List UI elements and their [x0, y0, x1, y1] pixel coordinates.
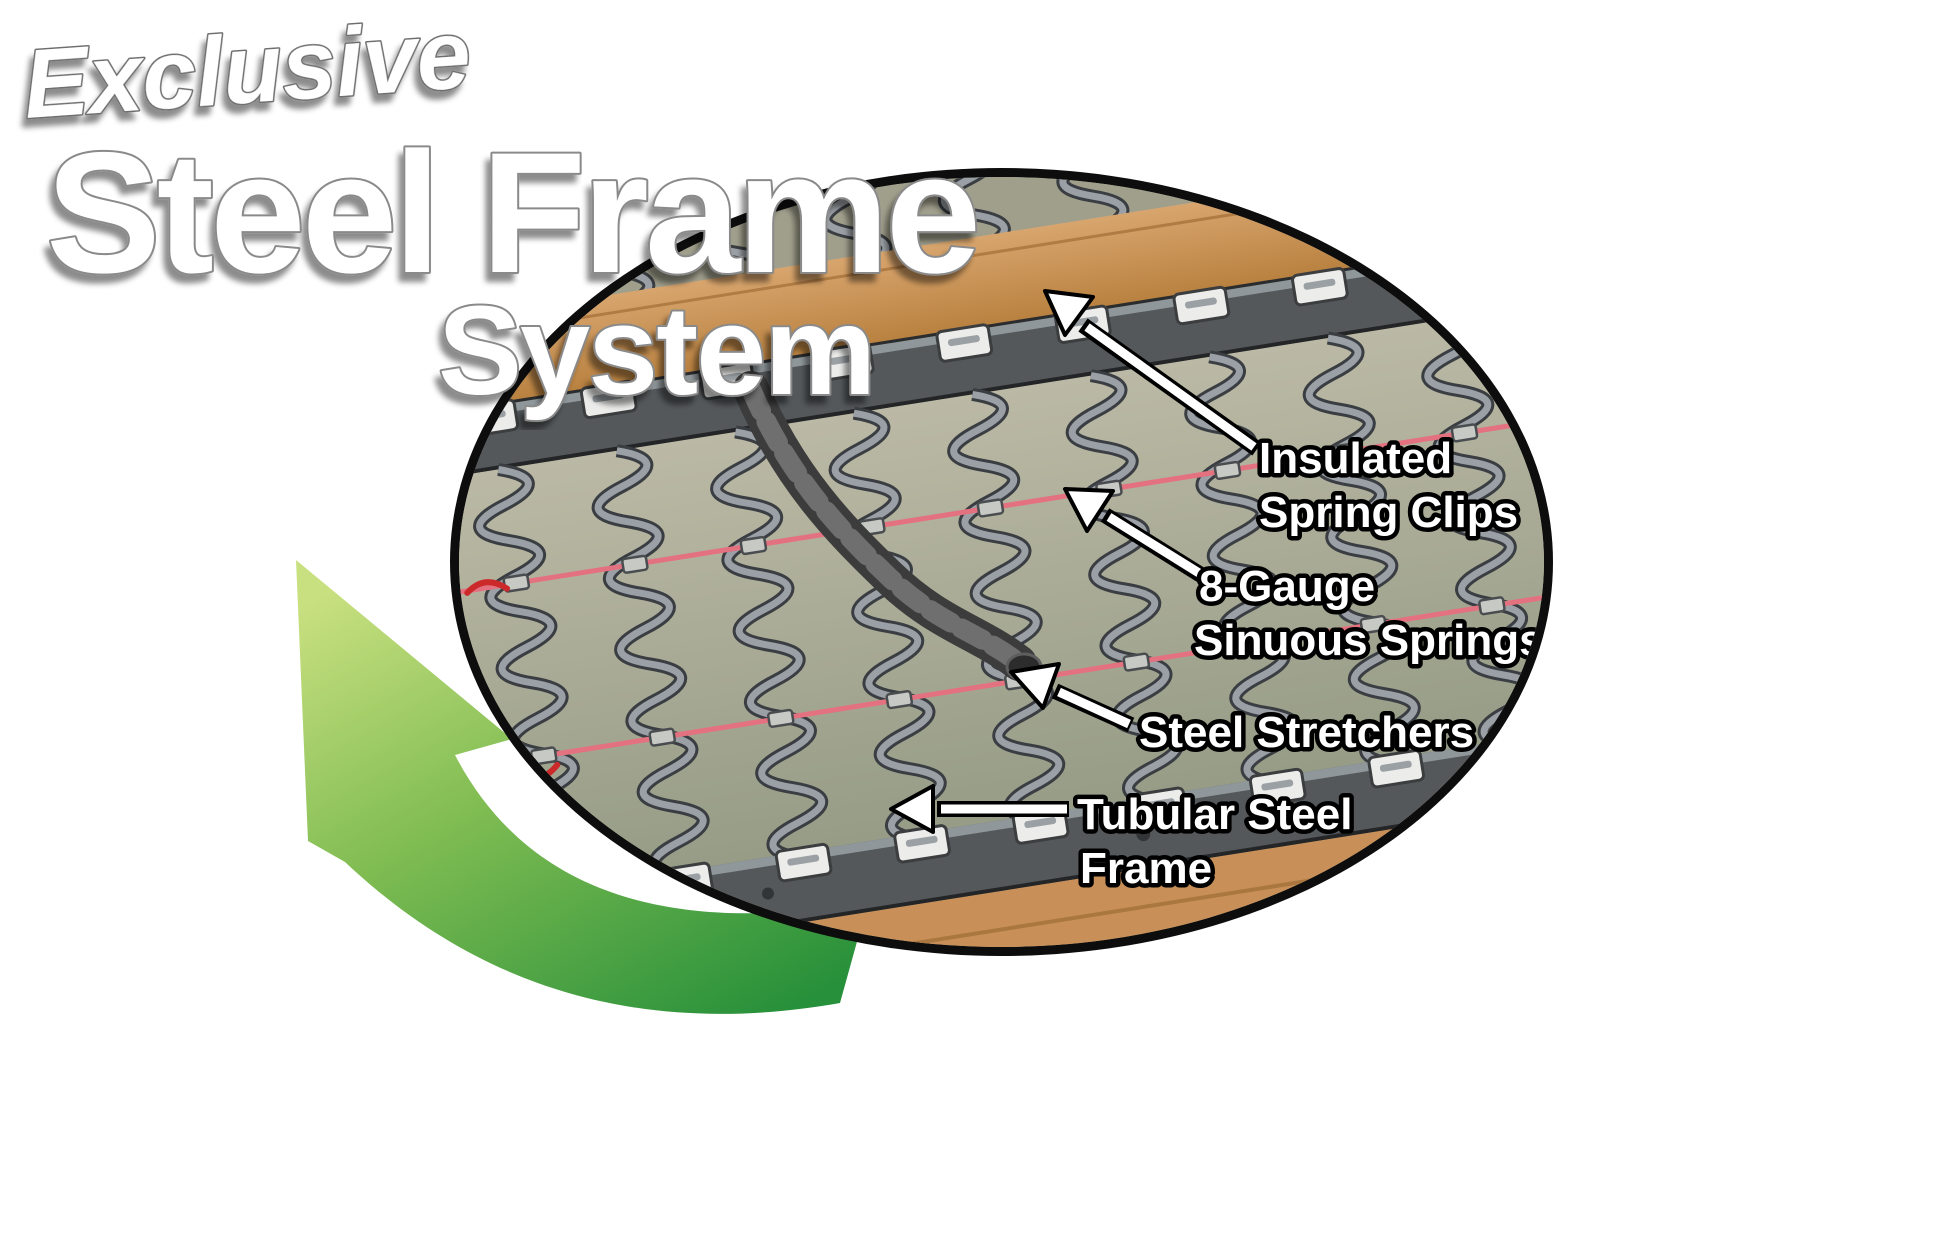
- label-tubular-line1: Tubular Steel: [1077, 790, 1352, 839]
- label-insulated-line1: Insulated: [1259, 434, 1452, 483]
- label-gauge-line2: Sinuous Springs: [1194, 616, 1544, 665]
- rail-shadow-bottom: [459, 744, 1544, 947]
- callout-arrow-gauge: [1063, 487, 1206, 582]
- callout-arrow-insulated: [1043, 289, 1262, 456]
- title-block: Exclusive Steel Frame System: [18, 0, 983, 423]
- callout-arrow-stretchers: [1009, 662, 1135, 733]
- label-stretchers: Steel Stretchers: [1139, 708, 1474, 757]
- rail-hole: [761, 887, 774, 900]
- wood-grain-line: [459, 784, 1544, 947]
- green-arrow-shape: [296, 560, 868, 1014]
- rail-hole: [1136, 827, 1151, 842]
- wood-grain-line: [459, 177, 1544, 392]
- label-insulated-line2: Spring Clips: [1259, 488, 1518, 537]
- title-system: System: [438, 280, 874, 421]
- label-gauge-line1: 8-Gauge: [1199, 562, 1375, 611]
- callout-arrow-tubular: [889, 784, 1069, 834]
- label-tubular-line2: Frame: [1080, 844, 1212, 893]
- title-steel-frame: Steel Frame: [46, 117, 977, 309]
- red-wire-tie-1: [464, 579, 511, 596]
